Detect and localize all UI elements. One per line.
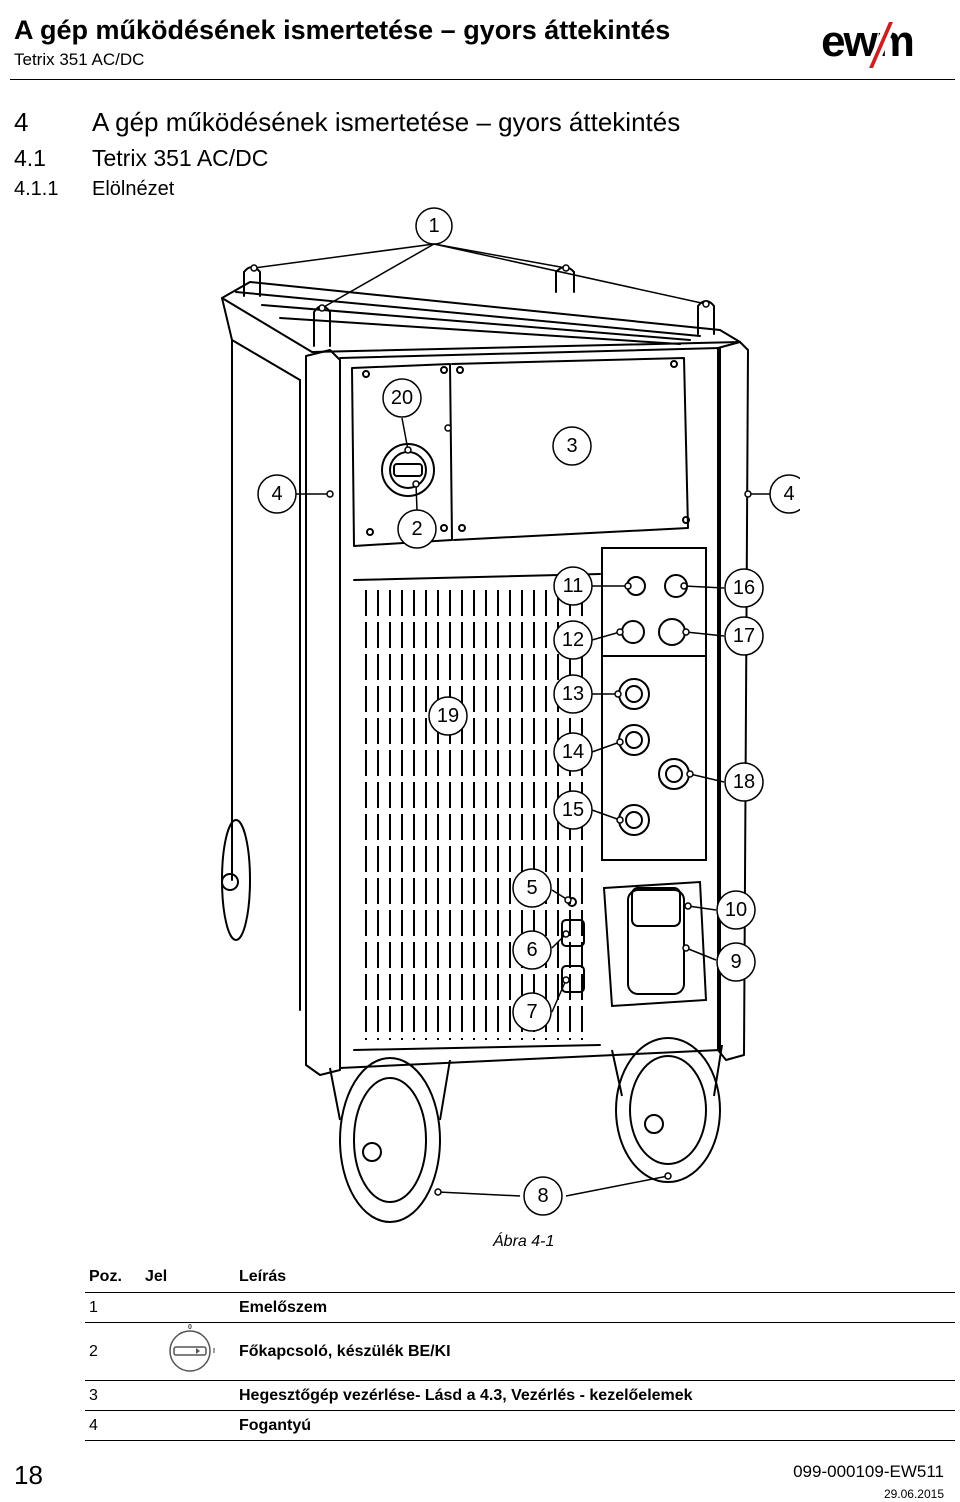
callout-2: 2 [397,509,437,549]
callout-4-right: 4 [769,474,800,514]
callout-12: 12 [553,620,593,660]
svg-text:4: 4 [783,483,794,505]
svg-text:7: 7 [526,1001,537,1023]
svg-text:0: 0 [188,1324,192,1331]
section-4-1-title: Tetrix 351 AC/DC [92,145,269,171]
row-pos: 3 [85,1380,141,1411]
column-header-symbol: Jel [141,1262,235,1293]
table-row: 1 Emelőszem [85,1292,955,1323]
legend-table-header: Poz. Jel Leírás [85,1262,955,1293]
svg-text:4: 4 [271,483,282,505]
svg-text:15: 15 [562,799,584,821]
svg-text:16: 16 [733,577,755,599]
callout-16: 16 [724,568,764,608]
row-symbol [141,1292,235,1323]
row-pos: 1 [85,1292,141,1323]
column-header-description: Leírás [235,1262,955,1293]
row-symbol: 0 I [141,1322,235,1381]
svg-text:9: 9 [730,951,741,973]
svg-text:8: 8 [537,1185,548,1207]
svg-text:5: 5 [526,877,537,899]
svg-text:6: 6 [526,939,537,961]
row-description: Fogantyú [235,1410,955,1441]
callout-1: 1 [415,207,453,245]
table-row: 2 0 I Főkapcsoló, készülék BE/KI [85,1322,955,1381]
svg-text:10: 10 [725,899,747,921]
row-description: Hegesztőgép vezérlése- Lásd a 4.3, Vezér… [235,1380,955,1411]
table-row: 4 Fogantyú [85,1410,955,1441]
svg-text:11: 11 [563,575,584,597]
callout-6: 6 [512,930,552,970]
svg-text:19: 19 [437,705,459,727]
document-number: 099-000109-EW511 [793,1462,944,1481]
svg-text:13: 13 [562,683,584,705]
machine-front-view-figure: 1 20 3 4 4 2 11 16 12 17 19 13 14 18 15 … [221,207,800,1223]
svg-text:I: I [213,1348,215,1355]
svg-text:12: 12 [562,629,584,651]
row-description: Főkapcsoló, készülék BE/KI [235,1322,955,1381]
callout-20: 20 [382,378,422,418]
callout-17: 17 [724,616,764,656]
svg-text:18: 18 [733,771,755,793]
page-header-title: A gép működésének ismertetése – gyors át… [14,15,671,45]
svg-text:3: 3 [566,435,577,457]
figure-caption: Ábra 4-1 [493,1233,555,1250]
row-description: Emelőszem [235,1292,955,1323]
callout-10: 10 [716,890,756,930]
column-header-pos: Poz. [85,1262,141,1293]
ewm-logo: ewm [821,18,915,68]
row-pos: 2 [85,1322,141,1381]
legend-table: Poz. Jel Leírás 1 Emelőszem 2 0 I Főkapc… [85,1262,955,1441]
logo-text: ewm [821,18,913,66]
section-4-title: A gép működésének ismertetése – gyors át… [92,107,681,137]
callout-11: 11 [553,566,593,606]
svg-text:17: 17 [733,625,755,647]
callout-4-left: 4 [257,474,297,514]
callout-3: 3 [552,426,592,466]
section-4-number: 4 [14,107,29,137]
main-switch-symbol-icon: 0 I [169,1324,215,1372]
callout-5: 5 [512,868,552,908]
document-date: 29.06.2015 [883,1487,944,1501]
svg-text:14: 14 [562,741,584,763]
callout-9: 9 [716,942,756,982]
callout-7: 7 [512,992,552,1032]
row-symbol [141,1410,235,1441]
row-pos: 4 [85,1410,141,1441]
table-row: 3 Hegesztőgép vezérlése- Lásd a 4.3, Vez… [85,1380,955,1411]
row-symbol [141,1380,235,1411]
callout-13: 13 [553,674,593,714]
svg-text:1: 1 [428,215,439,237]
page-number: 18 [14,1460,43,1490]
page-header-subtitle: Tetrix 351 AC/DC [14,50,145,69]
callout-18: 18 [724,762,764,802]
callout-14: 14 [553,732,593,772]
callout-19: 19 [428,696,468,736]
callout-15: 15 [553,790,593,830]
header-divider [10,79,955,80]
svg-text:2: 2 [411,518,422,540]
callout-bubbles: 1 20 3 4 4 2 11 16 12 17 19 13 14 18 15 … [257,207,800,1216]
callout-8: 8 [523,1176,563,1216]
section-4-1-1-number: 4.1.1 [14,178,59,200]
section-4-1-number: 4.1 [14,145,46,171]
section-4-1-1-title: Elölnézet [92,178,175,200]
svg-text:20: 20 [391,387,413,409]
